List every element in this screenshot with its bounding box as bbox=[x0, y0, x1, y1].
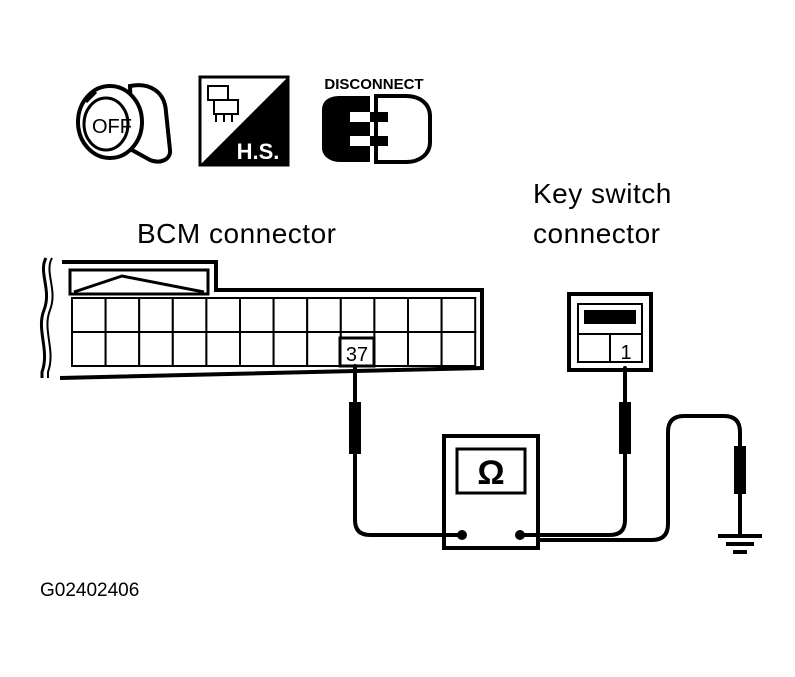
bcm-connector-label: BCM connector bbox=[137, 218, 337, 249]
ground-symbol bbox=[718, 534, 762, 554]
ground-probe-tip bbox=[734, 446, 746, 494]
bcm-terminal-cavity bbox=[104, 331, 141, 367]
bcm-terminal-cavity bbox=[71, 297, 107, 333]
bcm-probe-tip bbox=[349, 402, 361, 454]
bcm-terminal-cavity bbox=[306, 297, 342, 333]
bcm-terminal-number: 37 bbox=[346, 344, 368, 366]
key-switch-label-line2: connector bbox=[533, 218, 661, 249]
harness-side-text: H.S. bbox=[237, 139, 280, 164]
disconnect-connector-icon: DISCONNECT bbox=[322, 76, 432, 164]
bcm-terminal-cavity bbox=[407, 297, 443, 333]
bcm-terminal-cavity bbox=[104, 297, 141, 333]
ignition-key-off-icon: OFF bbox=[76, 83, 173, 164]
bcm-terminal-cavity bbox=[440, 297, 477, 333]
bcm-terminal-cavity bbox=[205, 331, 241, 367]
figure-code: G02402406 bbox=[40, 580, 140, 601]
bcm-terminal-cavity bbox=[239, 297, 275, 333]
bcm-terminal-cavity bbox=[339, 297, 376, 333]
key-switch-label-line1: Key switch bbox=[533, 178, 672, 209]
bcm-connector: 37 bbox=[39, 257, 484, 380]
bcm-terminal-cavity bbox=[407, 331, 443, 367]
bcm-terminal-cavity bbox=[205, 297, 241, 333]
bcm-terminal-cavity bbox=[272, 331, 309, 367]
bcm-terminal-cavity bbox=[440, 331, 477, 367]
key-switch-probe-lead bbox=[518, 366, 627, 537]
ohm-symbol: Ω bbox=[477, 454, 504, 492]
key-switch-probe-tip bbox=[619, 402, 631, 454]
bcm-probe-lead bbox=[353, 364, 464, 537]
bcm-terminal-cavity bbox=[239, 331, 275, 367]
key-switch-terminal-number: 1 bbox=[620, 342, 631, 364]
bcm-terminal-cavity bbox=[171, 297, 208, 333]
ground-lead bbox=[536, 414, 742, 542]
ohmmeter: Ω bbox=[442, 434, 540, 550]
bcm-terminal-cavity bbox=[171, 331, 208, 367]
bcm-terminal-cavity bbox=[306, 331, 342, 367]
bcm-terminal-cavity bbox=[373, 297, 409, 333]
bcm-terminal-grid bbox=[71, 297, 477, 367]
harness-side-icon: H.S. bbox=[198, 75, 290, 167]
key-switch-connector: 1 bbox=[567, 292, 653, 372]
disconnect-text: DISCONNECT bbox=[324, 76, 423, 93]
bcm-terminal-cavity bbox=[138, 331, 174, 367]
bcm-terminal-cavity bbox=[373, 331, 409, 367]
bcm-terminal-cavity bbox=[138, 297, 174, 333]
bcm-terminal-cavity bbox=[272, 297, 309, 333]
ignition-off-text: OFF bbox=[92, 116, 132, 138]
probe-leads bbox=[349, 364, 746, 542]
bcm-terminal-cavity bbox=[71, 331, 107, 367]
